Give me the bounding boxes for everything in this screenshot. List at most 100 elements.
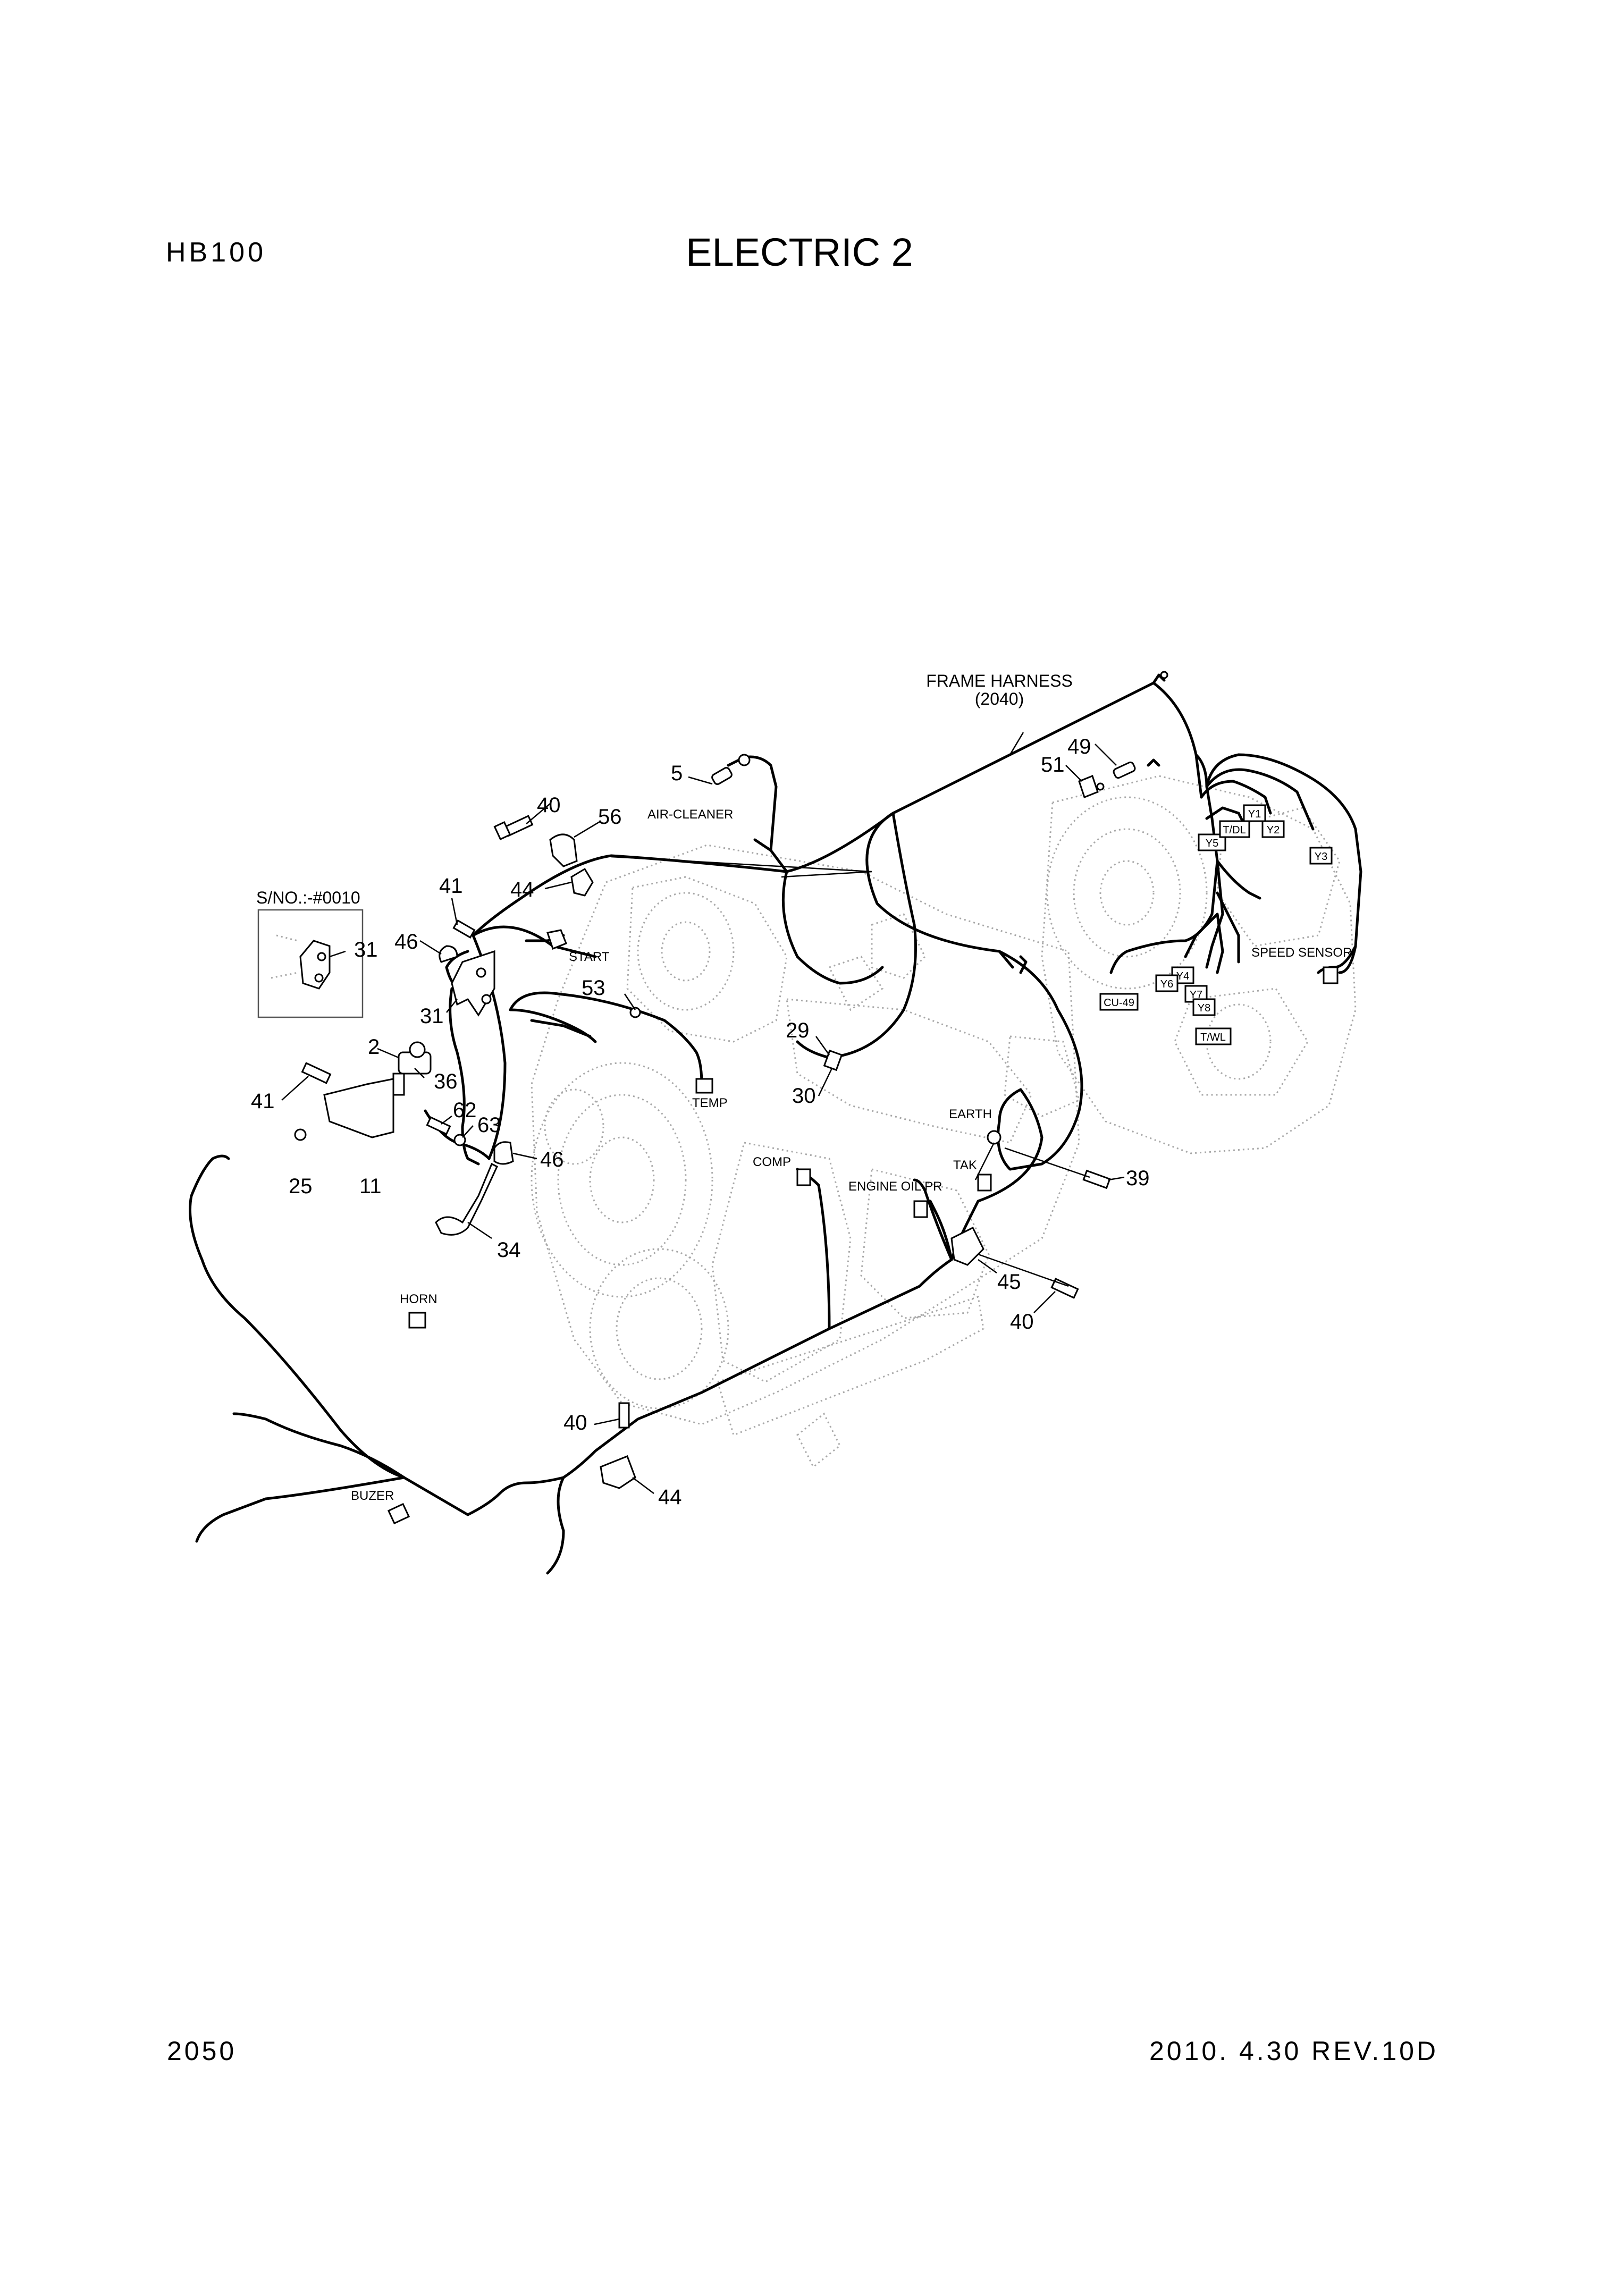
bracket-11: [323, 1078, 394, 1138]
callout-11: 11: [359, 1175, 382, 1198]
page-number: 2050: [167, 2036, 237, 2066]
part-callouts: 5 40 56 44 41 46 31 31 53 2 36 41 62 63 …: [251, 735, 1150, 1509]
callout-56: 56: [598, 805, 622, 829]
start-label: START: [569, 950, 610, 964]
buzer-label: BUZER: [351, 1489, 394, 1503]
svg-text:Y6: Y6: [1160, 978, 1173, 990]
callout-25: 25: [289, 1175, 313, 1198]
tak-label: TAK: [953, 1158, 977, 1172]
callout-39: 39: [1126, 1167, 1150, 1190]
connector-29-30: [823, 1049, 843, 1071]
serial-inset: S/NO.:-#0010: [256, 888, 364, 1018]
svg-text:Y3: Y3: [1315, 851, 1327, 863]
callout-46-lower: 46: [540, 1148, 564, 1171]
callout-44: 44: [510, 878, 534, 901]
engine-oil-pr-label: ENGINE OIL PR: [848, 1179, 942, 1194]
comp-label: COMP: [753, 1155, 791, 1169]
bolt-40-top: [493, 815, 534, 841]
svg-text:Y8: Y8: [1198, 1002, 1210, 1014]
frame-harness-label: FRAME HARNESS: [926, 671, 1073, 690]
callout-53: 53: [582, 976, 605, 1000]
air-cleaner-label: AIR-CLEANER: [647, 807, 733, 822]
speed-sensor-label: SPEED SENSOR: [1251, 946, 1352, 960]
bolt-41-top: [452, 919, 476, 939]
callout-49: 49: [1067, 735, 1091, 758]
callout-29: 29: [786, 1019, 810, 1042]
components: [294, 671, 1339, 1525]
clamp-45: [950, 1226, 984, 1266]
frame-harness-ref: (2040): [975, 689, 1024, 708]
sensor-49: [1113, 761, 1136, 779]
nut-25: [294, 1128, 307, 1141]
page-title: ELECTRIC 2: [686, 230, 913, 274]
callout-30: 30: [792, 1084, 816, 1108]
clamp-44-top: [570, 867, 594, 897]
clip-46-top: [439, 945, 458, 963]
cable-34: [435, 1162, 498, 1236]
callout-45: 45: [997, 1270, 1021, 1294]
svg-text:T/DL: T/DL: [1223, 824, 1245, 836]
buzer-connector: [387, 1502, 410, 1525]
air-cleaner-sensor: [711, 754, 751, 785]
revision-date: 2010. 4.30 REV.10D: [1149, 2036, 1438, 2066]
leader-lines: [281, 732, 1125, 1494]
horn-label: HORN: [400, 1292, 437, 1306]
callout-31-inset: 31: [354, 938, 378, 961]
part-51: [1078, 775, 1099, 798]
callout-41-left: 41: [251, 1090, 275, 1113]
model-code: HB100: [166, 237, 266, 268]
callout-63: 63: [477, 1113, 501, 1137]
transmission-sub-harness: [1109, 753, 1362, 974]
callout-51: 51: [1041, 753, 1065, 776]
callout-41: 41: [439, 874, 463, 898]
svg-text:Y1: Y1: [1248, 808, 1261, 820]
start-connector: [546, 929, 567, 950]
clamp-44-bottom: [600, 1455, 636, 1489]
bracket-31: [451, 950, 495, 1017]
callout-46: 46: [394, 930, 418, 953]
serial-note: S/NO.:-#0010: [256, 888, 360, 907]
callout-5: 5: [671, 762, 683, 785]
harness-end-cap: [1160, 671, 1168, 679]
relay-2: [392, 1041, 432, 1096]
tag-y3: Y3: [1309, 847, 1333, 865]
tag-y6: Y6: [1155, 974, 1179, 992]
callout-62: 62: [453, 1099, 477, 1122]
temp-connector: [695, 1078, 713, 1094]
text-labels: FRAME HARNESS (2040) AIR-CLEANER START T…: [351, 671, 1352, 1503]
bolt-41-left: [301, 1062, 332, 1084]
plug-53: [629, 1007, 641, 1018]
connector-tags: Y5 T/DL Y1 Y2 Y3 Y4 Y6 Y7: [1099, 804, 1333, 1045]
earth-terminal: [987, 1130, 1002, 1145]
callout-2: 2: [368, 1035, 380, 1059]
engine-oil-pr-connector: [913, 1200, 928, 1218]
transmission-ghost-outline: [1041, 775, 1357, 1154]
callout-44-bottom: 44: [658, 1485, 682, 1509]
svg-text:Y5: Y5: [1206, 838, 1218, 849]
svg-text:Y7: Y7: [1190, 989, 1202, 1001]
tag-t-dl: T/DL: [1219, 820, 1250, 838]
tag-cu-49: CU-49: [1099, 993, 1139, 1011]
callout-31: 31: [420, 1004, 444, 1028]
tag-y1: Y1: [1243, 804, 1266, 822]
callout-34: 34: [497, 1238, 521, 1262]
bolt-62: [426, 1116, 451, 1135]
callout-40-bottom: 40: [563, 1411, 587, 1434]
bolt-39: [1082, 1169, 1111, 1189]
bolt-40-bottom: [618, 1402, 630, 1429]
clip-46-lower: [493, 1141, 514, 1165]
clamp-56: [549, 833, 578, 867]
comp-connector: [796, 1168, 811, 1186]
bolt-40-right: [1050, 1278, 1079, 1299]
tag-y2: Y2: [1261, 820, 1285, 838]
earth-label: EARTH: [949, 1107, 992, 1121]
svg-text:Y2: Y2: [1267, 824, 1280, 836]
callout-36: 36: [434, 1070, 458, 1093]
svg-text:CU-49: CU-49: [1104, 997, 1134, 1009]
tak-connector: [977, 1174, 992, 1192]
engine-ghost-outline: [531, 844, 1080, 1468]
tag-y8: Y8: [1192, 998, 1216, 1016]
horn-connector: [408, 1312, 426, 1329]
svg-text:T/WL: T/WL: [1200, 1032, 1226, 1043]
